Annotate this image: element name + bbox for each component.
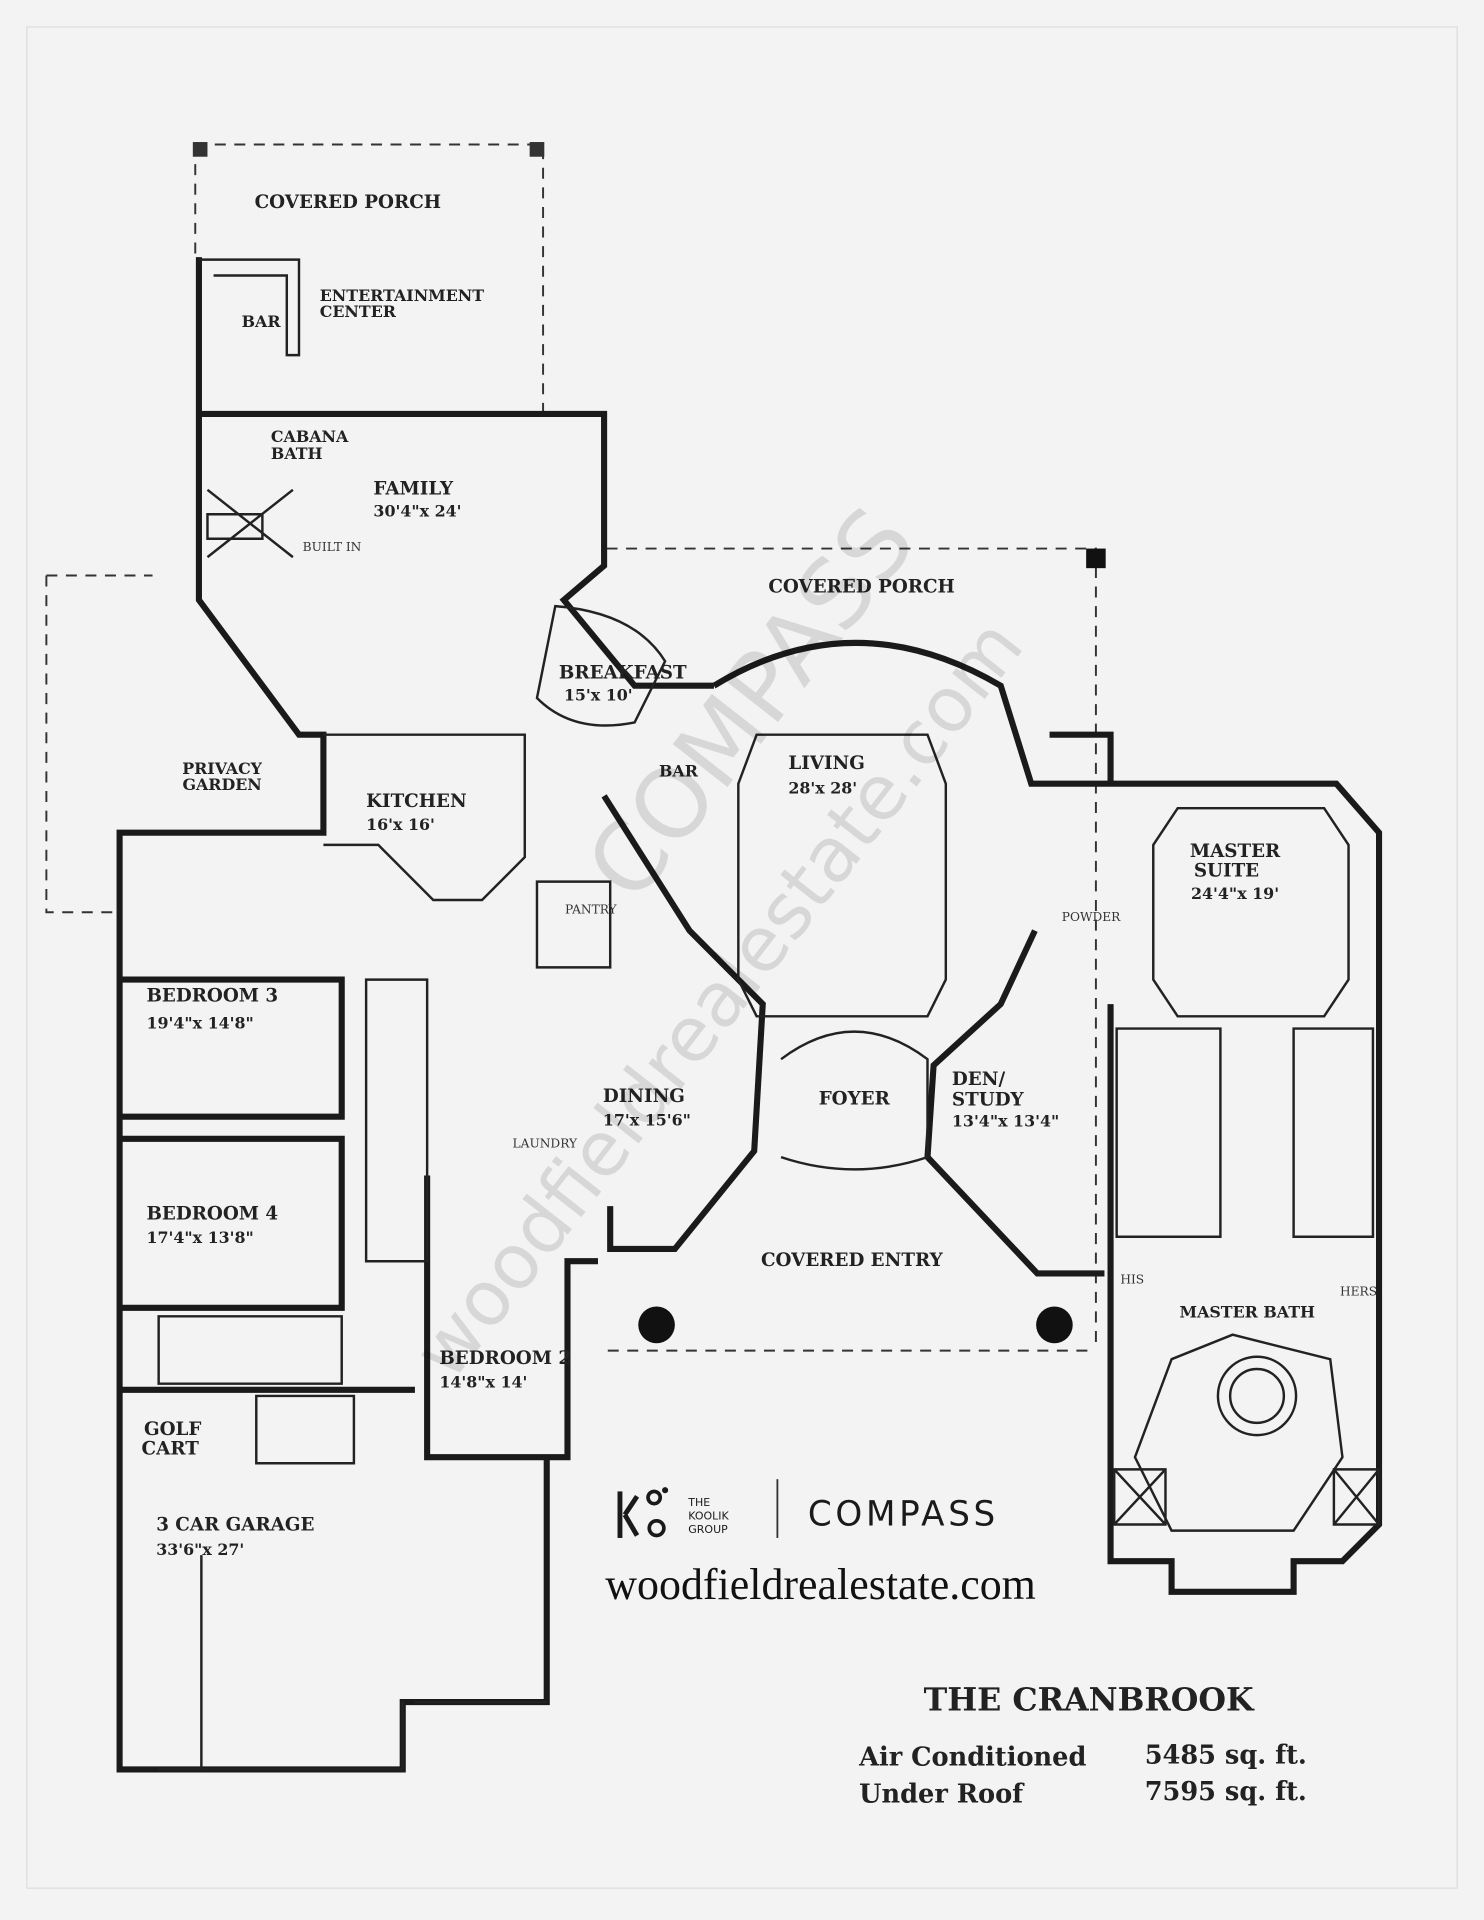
label-bar-mid: BAR <box>659 761 699 780</box>
label-breakfast: BREAKFAST <box>559 662 687 683</box>
column <box>1036 1306 1073 1344</box>
walls <box>116 257 1383 1773</box>
label-covered-entry: COVERED ENTRY <box>761 1250 944 1271</box>
label-dining: DINING <box>603 1086 685 1107</box>
website-url[interactable]: woodfieldrealestate.com <box>605 1560 1036 1609</box>
label-bedroom3-dim: 19'4"x 14'8" <box>146 1014 253 1033</box>
page-border <box>26 26 1458 1889</box>
label-bedroom3: BEDROOM 3 <box>146 986 278 1007</box>
label-garage-dim: 33'6"x 27' <box>156 1540 244 1559</box>
label-den: DEN/ <box>952 1069 1006 1090</box>
area-label-roof: Under Roof <box>859 1779 1025 1809</box>
covered-porches <box>45 142 1106 1352</box>
compass-logo: COMPASS <box>808 1495 999 1535</box>
label-den-dim: 13'4"x 13'4" <box>952 1112 1059 1131</box>
label-golf-cart: CART <box>142 1439 200 1460</box>
label-entertainment-center: CENTER <box>320 302 397 321</box>
label-garage: 3 CAR GARAGE <box>156 1515 314 1536</box>
label-covered-porch-mid: COVERED PORCH <box>768 577 954 598</box>
label-bedroom2-dim: 14'8"x 14' <box>439 1372 527 1391</box>
label-cabana: CABANA <box>271 427 349 446</box>
label-master-dim: 24'4"x 19' <box>1191 884 1279 903</box>
label-master-suite: SUITE <box>1194 861 1259 882</box>
label-laundry: LAUNDRY <box>513 1136 578 1150</box>
label-privacy-garden: GARDEN <box>182 775 261 794</box>
label-entertainment: ENTERTAINMENT <box>320 286 485 305</box>
label-golf: GOLF <box>144 1419 201 1440</box>
label-breakfast-dim: 15'x 10' <box>564 685 633 704</box>
label-covered-porch-top: COVERED PORCH <box>255 192 441 213</box>
label-den-study: STUDY <box>952 1090 1025 1111</box>
label-bar-top: BAR <box>242 312 282 331</box>
column <box>638 1306 675 1344</box>
label-powder: POWDER <box>1062 910 1121 924</box>
watermarks: COMPASS woodfieldrealestate.com <box>396 488 1040 1395</box>
label-kitchen: KITCHEN <box>366 791 467 812</box>
label-built-in: BUILT IN <box>303 540 362 554</box>
area-label-ac: Air Conditioned <box>858 1743 1086 1773</box>
koolik-group: GROUP <box>688 1523 728 1536</box>
label-kitchen-dim: 16'x 16' <box>366 815 435 834</box>
room-labels: COVERED PORCH ENTERTAINMENT CENTER BAR C… <box>142 192 1378 1559</box>
label-family-dim: 30'4"x 24' <box>373 502 461 521</box>
plan-title: THE CRANBROOK <box>924 1682 1255 1719</box>
label-hers: HERS <box>1340 1284 1377 1298</box>
title-block: THE CRANBROOK Air Conditioned 5485 sq. f… <box>858 1682 1307 1810</box>
label-foyer: FOYER <box>819 1088 891 1109</box>
area-value-roof: 7595 sq. ft. <box>1145 1777 1307 1807</box>
label-bedroom4-dim: 17'4"x 13'8" <box>146 1228 253 1247</box>
label-dining-dim: 17'x 15'6" <box>603 1110 691 1129</box>
label-master: MASTER <box>1190 841 1281 862</box>
label-living: LIVING <box>788 753 865 774</box>
label-master-bath: MASTER BATH <box>1180 1303 1315 1322</box>
label-family: FAMILY <box>373 479 454 500</box>
koolik-logo: THE KOOLIK GROUP <box>617 1487 730 1538</box>
label-bedroom4: BEDROOM 4 <box>146 1204 278 1225</box>
area-value-ac: 5485 sq. ft. <box>1145 1740 1307 1770</box>
koolik-name: KOOLIK <box>688 1510 729 1523</box>
label-pantry: PANTRY <box>565 902 618 916</box>
label-cabana-bath: BATH <box>271 444 323 463</box>
koolik-the: THE <box>687 1496 710 1509</box>
label-bedroom2: BEDROOM 2 <box>439 1348 571 1369</box>
label-living-dim: 28'x 28' <box>788 778 857 797</box>
label-privacy: PRIVACY <box>182 759 262 778</box>
label-his: HIS <box>1120 1272 1144 1286</box>
